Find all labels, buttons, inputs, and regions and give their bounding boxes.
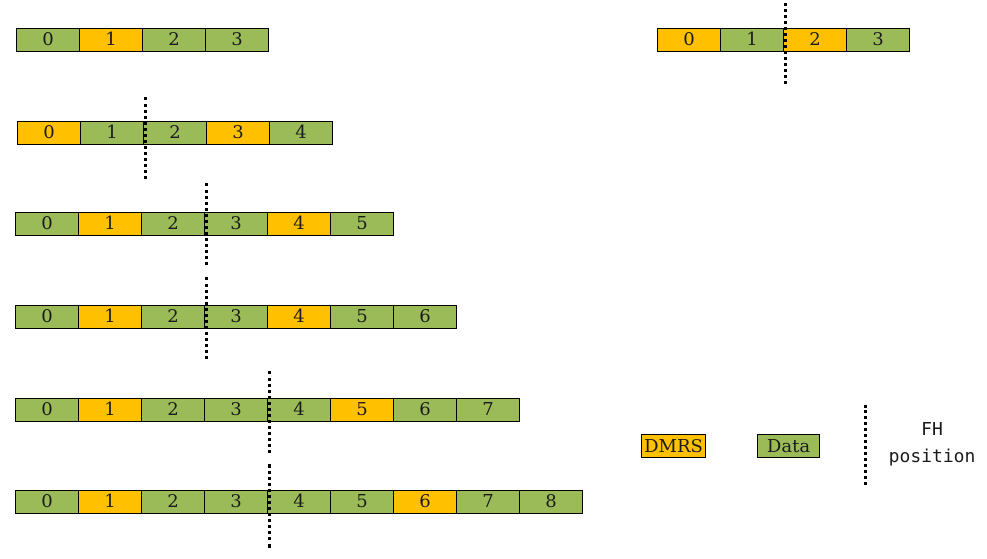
symbol-data-5: 5 bbox=[330, 212, 394, 236]
symbol-dmrs-3: 3 bbox=[206, 121, 270, 145]
symbol-data-2: 2 bbox=[141, 305, 205, 329]
symbol-data-2: 2 bbox=[141, 490, 205, 514]
symbol-data-2: 2 bbox=[141, 398, 205, 422]
symbol-dmrs-0: 0 bbox=[657, 28, 721, 52]
symbol-data-4: 4 bbox=[267, 398, 331, 422]
symbol-data-3: 3 bbox=[204, 212, 268, 236]
symbol-dmrs-1: 1 bbox=[78, 398, 142, 422]
symbol-data-3: 3 bbox=[204, 398, 268, 422]
symbol-data-0: 0 bbox=[15, 212, 79, 236]
legend-fh-line1: FH bbox=[921, 419, 943, 440]
symbol-data-3: 3 bbox=[204, 490, 268, 514]
symbol-data-7: 7 bbox=[456, 398, 520, 422]
symbol-dmrs-4: 4 bbox=[267, 305, 331, 329]
symbol-data-2: 2 bbox=[142, 28, 206, 52]
symbol-dmrs-2: 2 bbox=[783, 28, 847, 52]
symbol-data-3: 3 bbox=[846, 28, 910, 52]
symbol-data-0: 0 bbox=[16, 28, 80, 52]
symbol-dmrs-5: 5 bbox=[330, 398, 394, 422]
legend-data: Data bbox=[757, 434, 820, 458]
symbol-data-0: 0 bbox=[15, 305, 79, 329]
legend-dmrs-label: DMRS bbox=[644, 435, 703, 457]
symbol-data-4: 4 bbox=[267, 490, 331, 514]
legend-data-label: Data bbox=[766, 435, 811, 457]
symbol-dmrs-1: 1 bbox=[79, 28, 143, 52]
symbol-data-2: 2 bbox=[143, 121, 207, 145]
symbol-dmrs-1: 1 bbox=[78, 490, 142, 514]
symbol-data-8: 8 bbox=[519, 490, 583, 514]
symbol-data-1: 1 bbox=[80, 121, 144, 145]
legend-dmrs: DMRS bbox=[641, 434, 706, 458]
symbol-data-2: 2 bbox=[141, 212, 205, 236]
fh-position-line bbox=[268, 371, 271, 453]
fh-position-line bbox=[784, 3, 787, 84]
symbol-data-0: 0 bbox=[15, 398, 79, 422]
symbol-data-1: 1 bbox=[720, 28, 784, 52]
symbol-dmrs-1: 1 bbox=[78, 305, 142, 329]
symbol-dmrs-6: 6 bbox=[393, 490, 457, 514]
symbol-data-4: 4 bbox=[269, 121, 333, 145]
symbol-data-0: 0 bbox=[15, 490, 79, 514]
symbol-data-5: 5 bbox=[330, 490, 394, 514]
fh-position-line bbox=[268, 464, 271, 548]
fh-position-line bbox=[205, 183, 208, 265]
symbol-data-3: 3 bbox=[205, 28, 269, 52]
symbol-dmrs-1: 1 bbox=[78, 212, 142, 236]
fh-position-line bbox=[205, 277, 208, 359]
symbol-dmrs-0: 0 bbox=[17, 121, 81, 145]
fh-position-line bbox=[144, 97, 147, 179]
legend-fh-text: FH position bbox=[880, 416, 984, 470]
symbol-data-5: 5 bbox=[330, 305, 394, 329]
symbol-data-6: 6 bbox=[393, 305, 457, 329]
symbol-data-6: 6 bbox=[393, 398, 457, 422]
legend-fh-line bbox=[864, 405, 867, 485]
symbol-data-7: 7 bbox=[456, 490, 520, 514]
symbol-dmrs-4: 4 bbox=[267, 212, 331, 236]
legend-fh-line2: position bbox=[888, 446, 976, 467]
symbol-data-3: 3 bbox=[204, 305, 268, 329]
